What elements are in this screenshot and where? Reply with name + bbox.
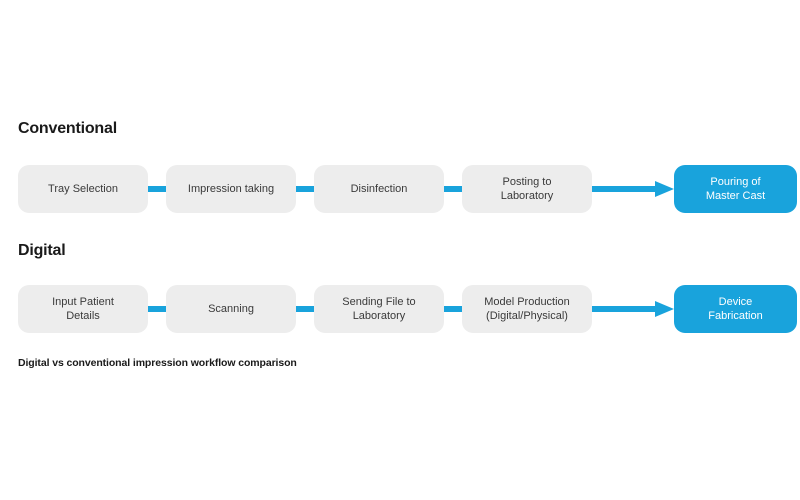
step-input-patient-details[interactable]: Input Patient Details (18, 285, 148, 333)
step-label: Input Patient Details (52, 296, 114, 322)
step-label: Posting to Laboratory (500, 176, 554, 202)
step-label: Disinfection (350, 183, 408, 195)
step-posting-to-laboratory[interactable]: Posting to Laboratory (462, 165, 592, 213)
figure-caption: Digital vs conventional impression workf… (18, 357, 297, 369)
arrow-right-icon (592, 301, 674, 317)
step-label: Model Production (Digital/Physical) (484, 296, 570, 322)
step-label: Impression taking (187, 183, 275, 195)
workflow-row-digital: Input Patient Details Scanning Sending F… (18, 285, 797, 333)
connector-bar (148, 306, 166, 312)
section-heading-conventional: Conventional (18, 120, 117, 137)
workflow-row-conventional: Tray Selection Impression taking Disinfe… (18, 165, 797, 213)
step-label: Pouring of Master Cast (705, 176, 766, 202)
step-label: Tray Selection (48, 183, 118, 195)
connector-bar (444, 306, 462, 312)
connector-bar (148, 186, 166, 192)
step-tray-selection[interactable]: Tray Selection (18, 165, 148, 213)
step-pouring-of-master-cast[interactable]: Pouring of Master Cast (674, 165, 797, 213)
step-scanning[interactable]: Scanning (166, 285, 296, 333)
arrow-right-icon (592, 181, 674, 197)
connector-bar (444, 186, 462, 192)
step-label: Device Fabrication (708, 296, 763, 322)
step-disinfection[interactable]: Disinfection (314, 165, 444, 213)
step-impression-taking[interactable]: Impression taking (166, 165, 296, 213)
step-label: Scanning (208, 303, 254, 315)
step-device-fabrication[interactable]: Device Fabrication (674, 285, 797, 333)
connector-bar (296, 186, 314, 192)
step-sending-file-to-laboratory[interactable]: Sending File to Laboratory (314, 285, 444, 333)
step-model-production[interactable]: Model Production (Digital/Physical) (462, 285, 592, 333)
step-label: Sending File to Laboratory (342, 296, 416, 322)
connector-bar (296, 306, 314, 312)
section-heading-digital: Digital (18, 242, 66, 259)
